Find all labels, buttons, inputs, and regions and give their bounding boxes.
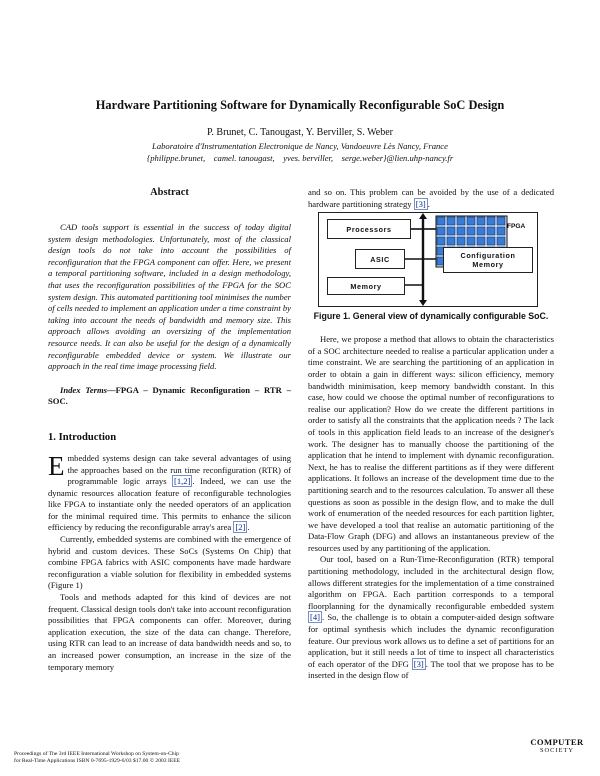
computer-society-logo: COMPUTER SOCIETY	[527, 737, 587, 754]
fpga-cell	[476, 216, 486, 226]
intro-paragraph-2: Currently, embedded systems are combined…	[48, 534, 291, 591]
fpga-cell	[486, 226, 496, 236]
paper-affiliation: Laboratoire d'Instrumentation Electroniq…	[0, 140, 600, 164]
fpga-cell	[446, 226, 456, 236]
fpga-cell	[446, 216, 456, 226]
citation-link[interactable]: [3]	[413, 197, 428, 210]
fpga-cell	[466, 236, 476, 246]
fpga-cell	[436, 226, 446, 236]
right-paragraph-1: Here, we propose a method that allows to…	[308, 334, 554, 553]
proceedings-footer: Proceedings of The 3rd IEEE Internationa…	[14, 751, 180, 766]
text-run: . Indeed, we can use the dynamic resourc…	[48, 476, 292, 533]
fpga-cell	[486, 236, 496, 246]
fpga-cell	[436, 236, 446, 246]
footer-line-1: Proceedings of The 3rd IEEE Internationa…	[14, 751, 179, 757]
continuation-paragraph: and so on. This problem can be avoided b…	[308, 187, 554, 210]
figure-1-caption: Figure 1. General view of dynamically co…	[313, 311, 549, 322]
drop-cap: E	[48, 450, 65, 481]
index-terms: Index Terms—FPGA – Dynamic Reconfigurati…	[48, 384, 291, 407]
fpga-cell	[456, 226, 466, 236]
paper-authors: P. Brunet, C. Tanougast, Y. Berviller, S…	[206, 127, 394, 138]
abstract-text: CAD tools support is essential in the su…	[48, 222, 291, 372]
footer-line-2: for Real-Time Applications ISBN 0-7695-1…	[14, 758, 181, 765]
index-terms-label: Index Terms	[60, 384, 108, 395]
fpga-label: FPGA	[507, 223, 526, 231]
text-run: .	[247, 522, 250, 533]
fpga-cell	[466, 216, 476, 226]
intro-paragraph-3: Tools and methods adapted for this kind …	[48, 592, 291, 672]
logo-line-2: SOCIETY	[540, 747, 574, 754]
fpga-cell	[496, 216, 506, 226]
text-run: Our tool, based on a Run-Time-Reconfigur…	[308, 554, 554, 611]
right-paragraph-2: Our tool, based on a Run-Time-Reconfigur…	[308, 554, 554, 682]
text-run: . The tool that we propose has to be ins…	[308, 658, 554, 681]
citation-link[interactable]: [4]	[308, 611, 323, 624]
left-column: Abstract CAD tools support is essential …	[48, 187, 291, 673]
text-run: .	[427, 198, 430, 209]
citation-link[interactable]: [2]	[233, 521, 248, 534]
fpga-cell	[446, 236, 456, 246]
asic-block: ASIC	[355, 249, 405, 270]
fpga-cell	[476, 226, 486, 236]
memory-block: Memory	[327, 277, 405, 296]
text-run: . So, the challenge is to obtain a compu…	[308, 612, 554, 669]
fpga-cell	[456, 236, 466, 246]
fpga-cell	[476, 236, 486, 246]
index-terms-values: FPGA – Dynamic Reconfiguration – RTR – S…	[48, 384, 291, 407]
fpga-cell	[456, 216, 466, 226]
paper-title: Hardware Partitioning Software for Dynam…	[95, 98, 505, 112]
fpga-cell	[436, 216, 446, 226]
citation-link[interactable]: [1,2]	[171, 475, 193, 488]
affiliation-line: Laboratoire d'Instrumentation Electroniq…	[152, 141, 448, 151]
fpga-cell	[496, 236, 506, 246]
fpga-cell	[486, 216, 496, 226]
logo-line-1: COMPUTER	[530, 737, 584, 747]
fpga-cell	[466, 226, 476, 236]
text-run: mbedded systems design can take several …	[67, 452, 292, 487]
text-run: and so on. This problem can be avoided b…	[308, 187, 554, 209]
right-column: and so on. This problem can be avoided b…	[308, 187, 554, 682]
citation-link[interactable]: [3]	[411, 657, 426, 670]
config-memory-block: Configuration Memory	[443, 247, 533, 274]
section-heading-introduction: 1. Introduction	[48, 431, 117, 443]
fpga-cell	[496, 226, 506, 236]
processors-block: Processors	[327, 219, 411, 240]
author-emails: {philippe.brunet, camel. tanougast, yves…	[146, 153, 454, 163]
figure-1-diagram: Processors ASIC Memory Configuration Mem…	[318, 212, 538, 308]
abstract-heading: Abstract	[150, 187, 189, 198]
